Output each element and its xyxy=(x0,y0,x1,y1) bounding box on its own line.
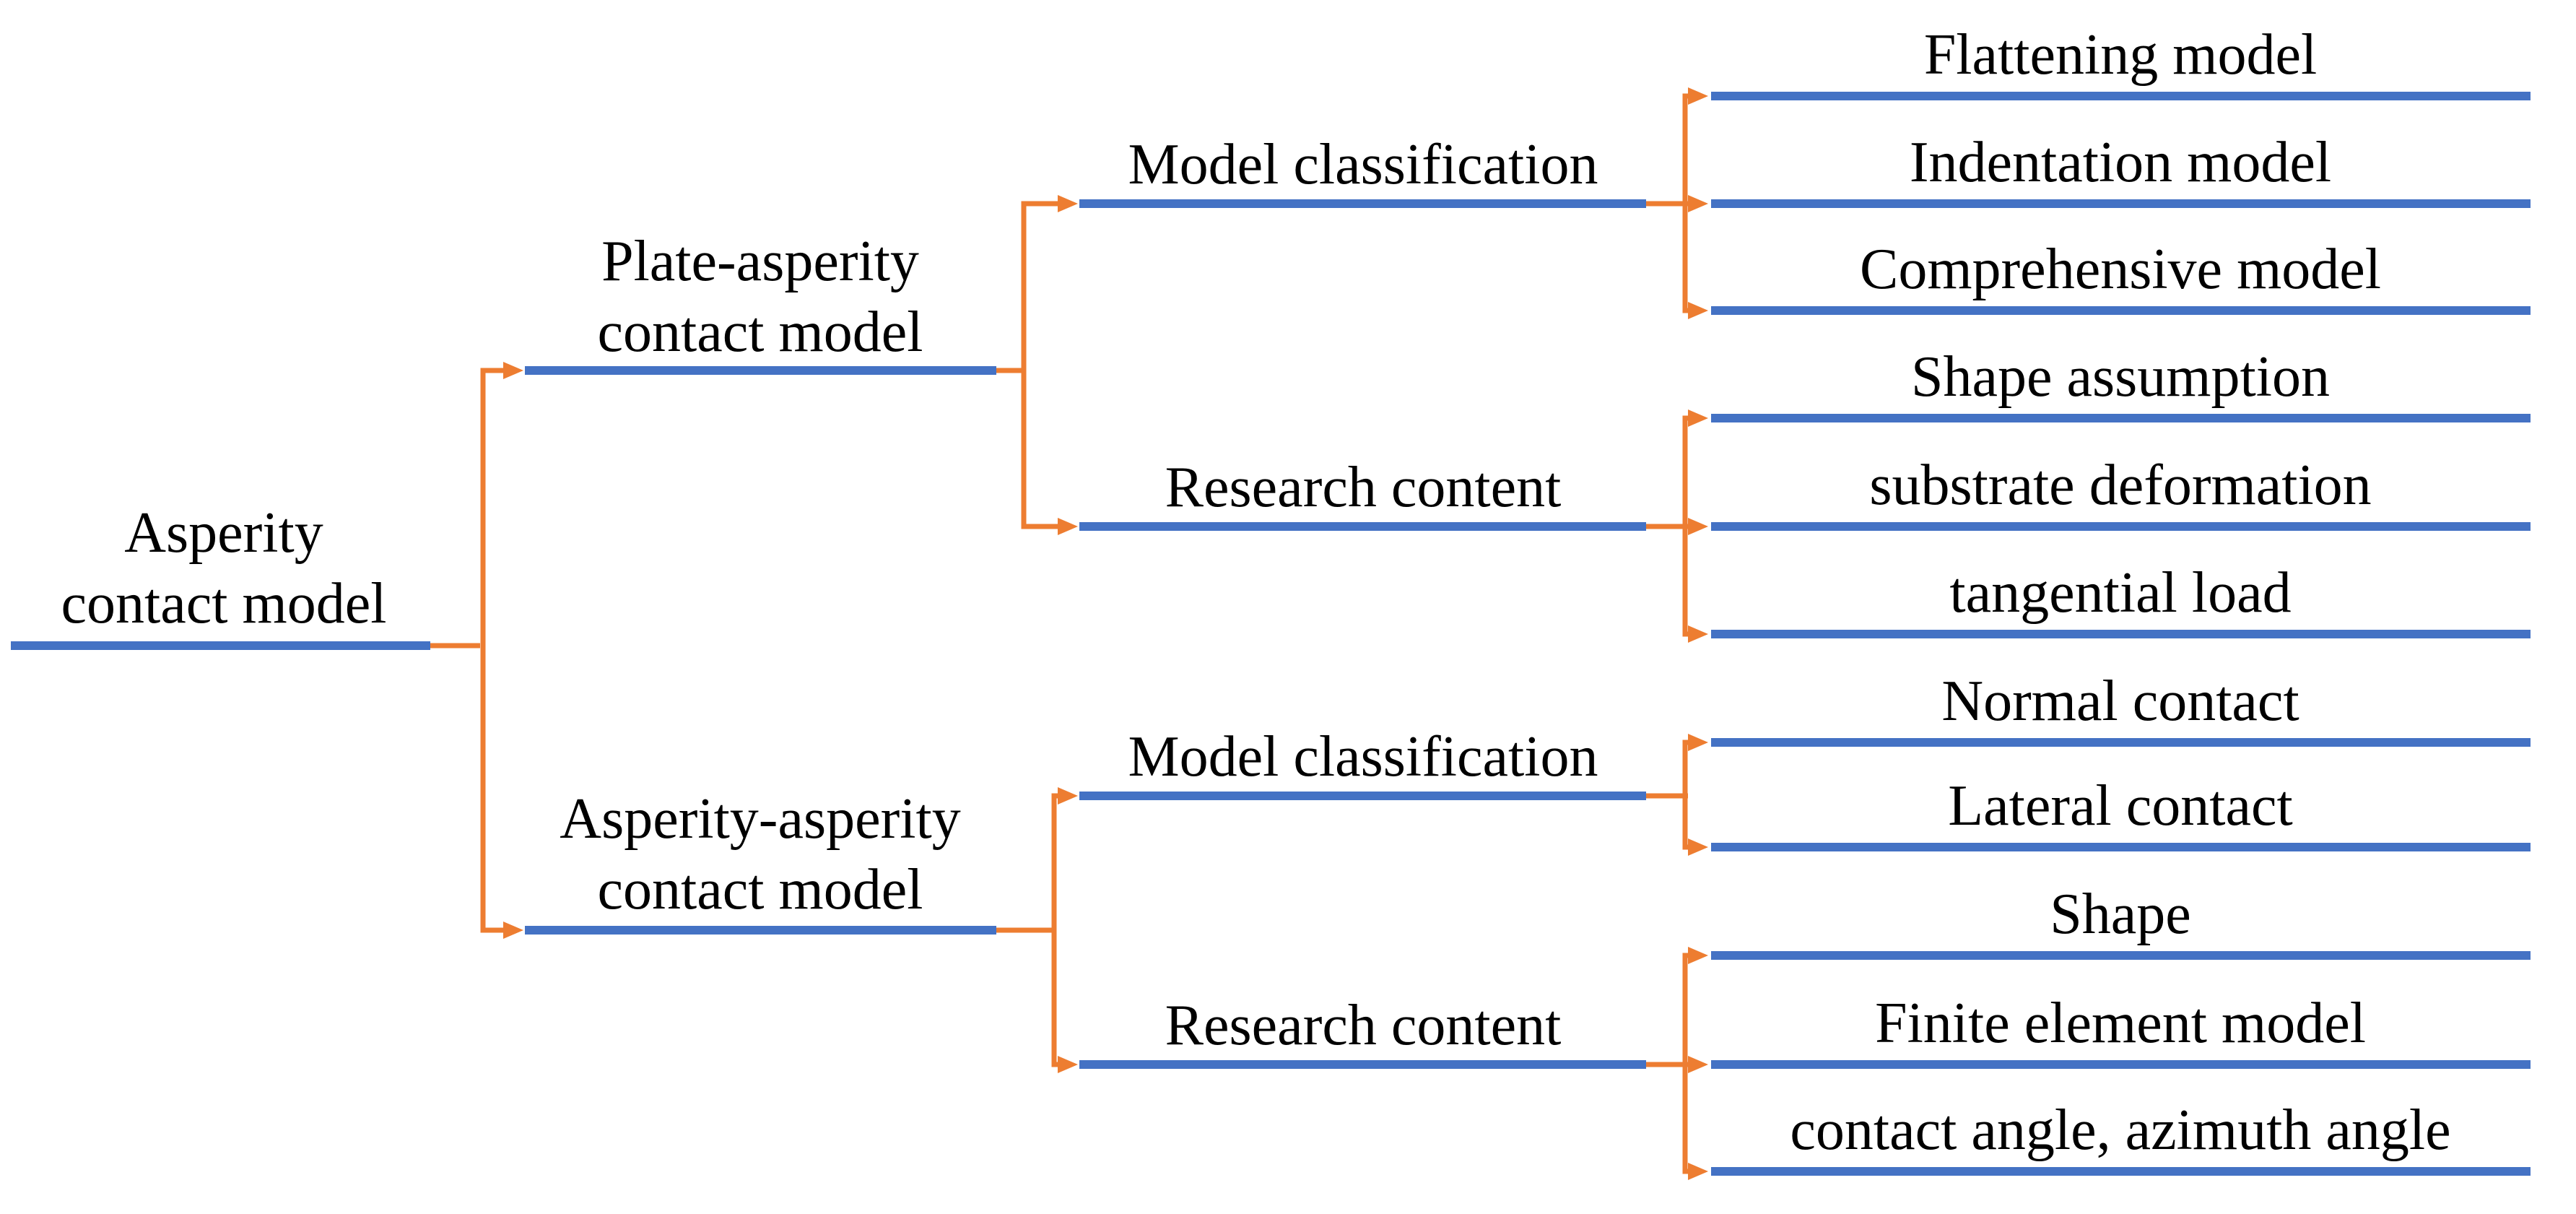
connector-plate-asperity-bracket xyxy=(1021,201,1058,529)
node-plate-asperity: Plate-asperity contact model xyxy=(525,230,996,375)
arrowhead-into-lateral-contact xyxy=(1688,838,1708,856)
comprehensive-model-label: Comprehensive model xyxy=(1860,238,2381,301)
leaf-finite-element-model: Finite element model xyxy=(1711,992,2531,1069)
bottom-model-classification-label: Model classification xyxy=(1128,725,1598,789)
lateral-contact-label: Lateral contact xyxy=(1948,774,2292,838)
leaf-substrate-deformation: substrate deformation xyxy=(1711,454,2531,531)
arrowhead-into-bottom-research-content xyxy=(1058,1056,1078,1073)
asperity-asperity-label-line-2: contact model xyxy=(598,858,923,922)
arrowhead-into-normal-contact xyxy=(1688,734,1708,751)
arrowhead-into-tangential-load xyxy=(1688,625,1708,643)
normal-contact-label: Normal contact xyxy=(1941,669,2299,733)
leaf-indentation-model: Indentation model xyxy=(1711,131,2531,208)
leaf-contact-angle-azimuth-angle: contact angle, azimuth angle xyxy=(1711,1098,2531,1176)
shape-assumption-label: Shape assumption xyxy=(1911,345,2330,409)
leaf-comprehensive-model: Comprehensive model xyxy=(1711,238,2531,315)
connector-top-model-classification-bracket xyxy=(1682,93,1688,313)
bottom-research-content-label: Research content xyxy=(1165,994,1562,1057)
node-bottom-research-content: Research content xyxy=(1079,994,1646,1069)
leaf-lateral-contact: Lateral contact xyxy=(1711,774,2531,851)
leaf-shape-assumption: Shape assumption xyxy=(1711,345,2531,422)
root-label-line-2: contact model xyxy=(61,572,387,636)
leaf-normal-contact: Normal contact xyxy=(1711,669,2531,747)
arrowhead-into-top-model-classification xyxy=(1058,195,1078,212)
arrowhead-into-flattening-model xyxy=(1688,87,1708,105)
indentation-model-label: Indentation model xyxy=(1910,131,2331,194)
node-top-research-content: Research content xyxy=(1079,456,1646,531)
arrowhead-into-plate-asperity xyxy=(503,362,523,379)
leaf-tangential-load: tangential load xyxy=(1711,561,2531,638)
node-top-model-classification: Model classification xyxy=(1079,133,1646,208)
arrowhead-into-top-research-content xyxy=(1058,518,1078,535)
finite-element-model-label: Finite element model xyxy=(1875,992,2366,1055)
connector-top-research-content-bracket xyxy=(1682,415,1688,637)
root-label-line-1: Asperity xyxy=(124,501,323,565)
arrowhead-into-shape xyxy=(1688,947,1708,964)
arrowhead-into-shape-assumption xyxy=(1688,409,1708,427)
tangential-load-label: tangential load xyxy=(1949,561,2291,625)
arrowhead-into-finite-element-model xyxy=(1688,1056,1708,1073)
connector-root-bracket xyxy=(480,368,503,933)
substrate-deformation-label: substrate deformation xyxy=(1869,454,2371,517)
node-asperity-asperity: Asperity-asperity contact model xyxy=(525,787,996,935)
asperity-asperity-label-line-1: Asperity-asperity xyxy=(560,787,960,851)
leaf-shape: Shape xyxy=(1711,883,2531,960)
top-model-classification-label: Model classification xyxy=(1128,133,1598,196)
node-bottom-model-classification: Model classification xyxy=(1079,725,1646,800)
connector-bottom-model-classification-bracket xyxy=(1682,740,1688,850)
node-root: Asperity contact model xyxy=(11,501,430,650)
plate-asperity-label-line-1: Plate-asperity xyxy=(601,230,919,293)
contact-angle-azimuth-angle-label: contact angle, azimuth angle xyxy=(1790,1098,2450,1162)
arrowhead-into-substrate-deformation xyxy=(1688,518,1708,535)
arrowhead-into-indentation-model xyxy=(1688,195,1708,212)
top-research-content-label: Research content xyxy=(1165,456,1562,519)
arrowhead-into-asperity-asperity xyxy=(503,922,523,939)
plate-asperity-label-line-2: contact model xyxy=(598,300,923,364)
arrowhead-into-contact-angle-azimuth-angle xyxy=(1688,1163,1708,1180)
connector-bottom-research-content-bracket xyxy=(1682,953,1688,1174)
leaf-flattening-model: Flattening model xyxy=(1711,23,2531,100)
shape-label: Shape xyxy=(2050,883,2191,946)
flattening-model-label: Flattening model xyxy=(1924,23,2317,87)
arrowhead-into-comprehensive-model xyxy=(1688,302,1708,319)
connector-asperity-asperity-bracket xyxy=(1051,793,1058,1067)
arrowhead-into-bottom-model-classification xyxy=(1058,787,1078,805)
